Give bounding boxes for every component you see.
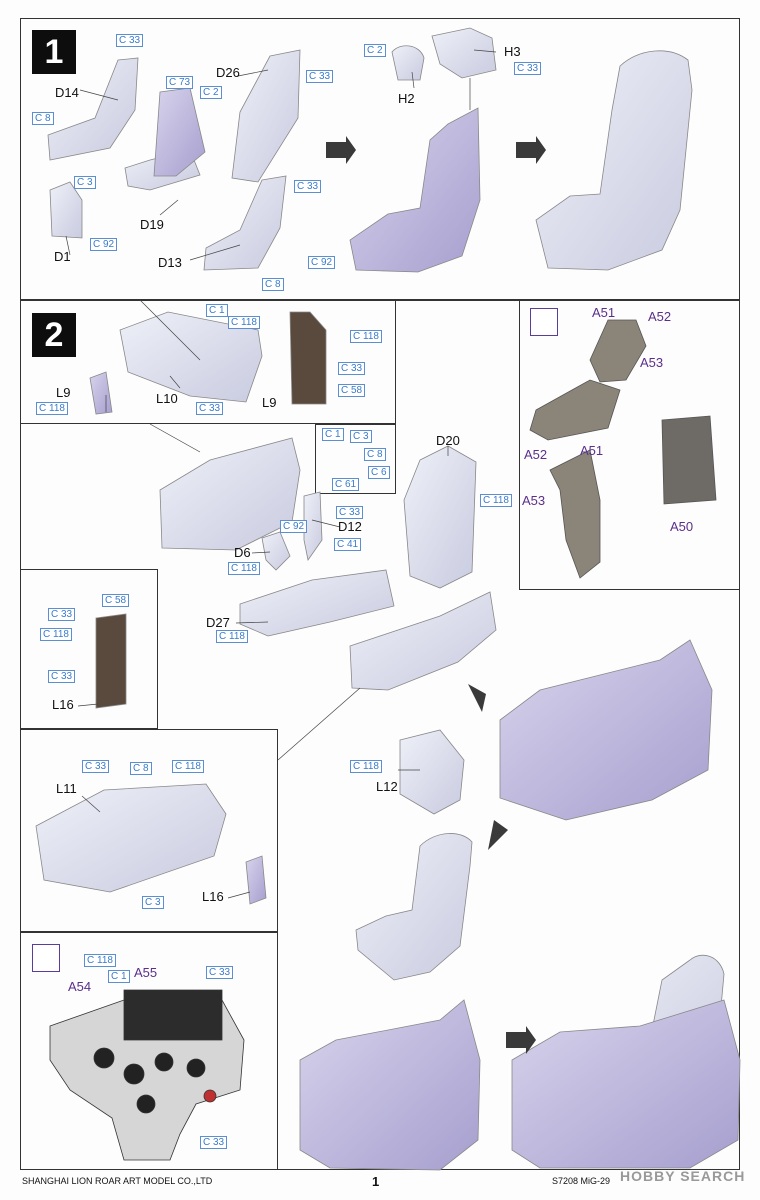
part-label-d26: D26 bbox=[216, 65, 240, 80]
color-callout: C 33 bbox=[48, 608, 76, 621]
step1-frame bbox=[20, 18, 740, 300]
inset-l10-frame bbox=[20, 300, 396, 424]
color-callout: C 6 bbox=[368, 466, 390, 479]
part-label-d19: D19 bbox=[140, 217, 164, 232]
color-callout: C 33 bbox=[336, 506, 364, 519]
part-label-a51: A51 bbox=[592, 305, 616, 320]
color-callout: C 118 bbox=[172, 760, 204, 773]
part-label-d14: D14 bbox=[55, 85, 79, 100]
color-callout: C 58 bbox=[338, 384, 366, 397]
color-callout: C 92 bbox=[90, 238, 118, 251]
color-callout: C 33 bbox=[82, 760, 110, 773]
photo-reference-icon bbox=[32, 944, 60, 972]
color-callout: C 3 bbox=[74, 176, 96, 189]
part-label-d12: D12 bbox=[338, 519, 362, 534]
color-callout: C 118 bbox=[84, 954, 116, 967]
part-label-h2: H2 bbox=[398, 91, 415, 106]
color-callout: C 2 bbox=[200, 86, 222, 99]
color-callout: C 118 bbox=[350, 330, 382, 343]
part-label-l16: L16 bbox=[202, 889, 224, 904]
color-callout: C 1 bbox=[108, 970, 130, 983]
page-number: 1 bbox=[372, 1174, 380, 1189]
part-label-d6: D6 bbox=[234, 545, 251, 560]
inset-panel-frame bbox=[20, 932, 278, 1170]
color-callout: C 33 bbox=[294, 180, 322, 193]
color-callout: C 8 bbox=[32, 112, 54, 125]
color-callout: C 118 bbox=[228, 562, 260, 575]
color-callout: C 118 bbox=[480, 494, 512, 507]
color-callout: C 33 bbox=[200, 1136, 228, 1149]
color-callout: C 2 bbox=[364, 44, 386, 57]
color-callout: C 73 bbox=[166, 76, 194, 89]
color-callout: C 8 bbox=[364, 448, 386, 461]
part-label-a54: A54 bbox=[68, 979, 92, 994]
part-label-l12: L12 bbox=[376, 779, 398, 794]
part-label-a55: A55 bbox=[134, 965, 158, 980]
color-callout: C 41 bbox=[334, 538, 362, 551]
part-label-l9: L9 bbox=[262, 395, 277, 410]
color-callout: C 118 bbox=[36, 402, 68, 415]
photo-ref-frame bbox=[519, 300, 740, 590]
color-callout: C 92 bbox=[280, 520, 308, 533]
part-label-a50: A50 bbox=[670, 519, 694, 534]
color-callout: C 118 bbox=[216, 630, 248, 643]
color-callout: C 118 bbox=[40, 628, 72, 641]
color-callout: C 33 bbox=[338, 362, 366, 375]
part-label-d1: D1 bbox=[54, 249, 71, 264]
watermark: HOBBY SEARCH bbox=[620, 1168, 746, 1184]
part-label-l16: L16 bbox=[52, 697, 74, 712]
inset-l11-frame bbox=[20, 729, 278, 932]
color-callout: C 1 bbox=[322, 428, 344, 441]
color-callout: C 118 bbox=[350, 760, 382, 773]
color-callout: C 33 bbox=[196, 402, 224, 415]
color-callout: C 33 bbox=[514, 62, 542, 75]
part-label-a52: A52 bbox=[524, 447, 548, 462]
part-label-a52: A52 bbox=[648, 309, 672, 324]
footer-company: SHANGHAI LION ROAR ART MODEL CO.,LTD bbox=[22, 1176, 213, 1186]
part-label-a53: A53 bbox=[640, 355, 664, 370]
part-label-a53: A53 bbox=[522, 493, 546, 508]
color-callout: C 58 bbox=[102, 594, 130, 607]
part-label-d27: D27 bbox=[206, 615, 230, 630]
inset-buttons-frame bbox=[315, 424, 396, 494]
photo-reference-icon bbox=[530, 308, 558, 336]
part-label-l10: L10 bbox=[156, 391, 178, 406]
part-label-d20: D20 bbox=[436, 433, 460, 448]
color-callout: C 61 bbox=[332, 478, 360, 491]
color-callout: C 8 bbox=[262, 278, 284, 291]
color-callout: C 33 bbox=[116, 34, 144, 47]
color-callout: C 92 bbox=[308, 256, 336, 269]
color-callout: C 33 bbox=[48, 670, 76, 683]
color-callout: C 33 bbox=[306, 70, 334, 83]
color-callout: C 3 bbox=[142, 896, 164, 909]
color-callout: C 3 bbox=[350, 430, 372, 443]
part-label-d13: D13 bbox=[158, 255, 182, 270]
color-callout: C 8 bbox=[130, 762, 152, 775]
step-number-2: 2 bbox=[32, 313, 76, 357]
color-callout: C 118 bbox=[228, 316, 260, 329]
step-number-1: 1 bbox=[32, 30, 76, 74]
part-label-l11: L11 bbox=[56, 781, 77, 796]
part-label-a51: A51 bbox=[580, 443, 604, 458]
part-label-h3: H3 bbox=[504, 44, 521, 59]
footer-product: S7208 MiG-29 bbox=[552, 1176, 611, 1186]
inset-l16-frame bbox=[20, 569, 158, 729]
color-callout: C 1 bbox=[206, 304, 228, 317]
part-label-l9: L9 bbox=[56, 385, 71, 400]
color-callout: C 33 bbox=[206, 966, 234, 979]
